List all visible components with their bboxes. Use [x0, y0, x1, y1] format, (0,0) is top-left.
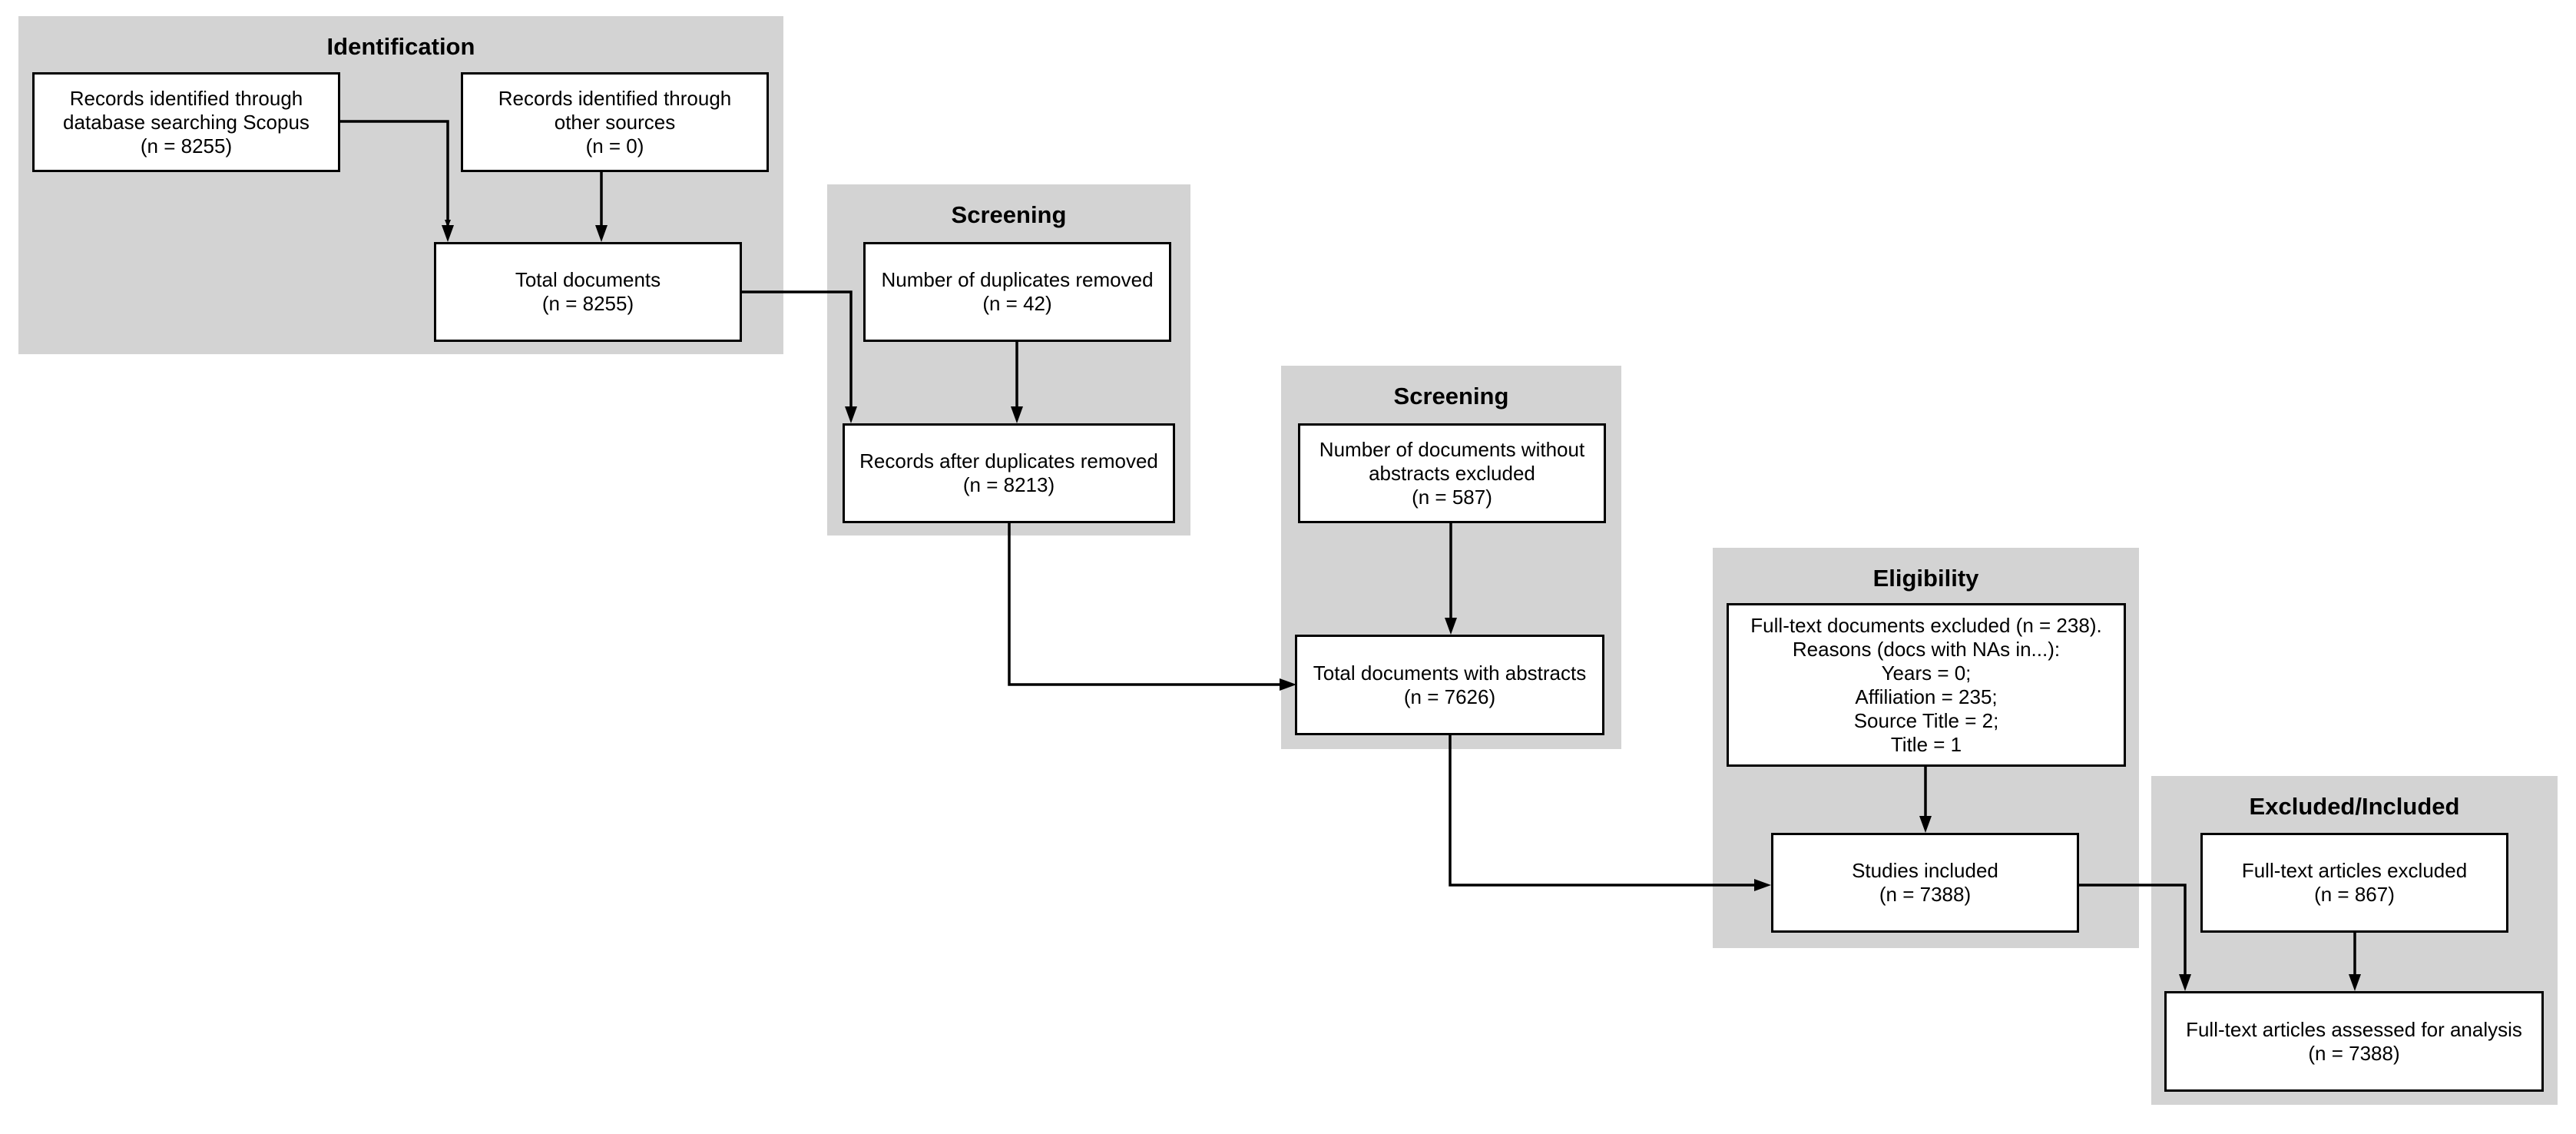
node-with-abstracts-line-2: (n = 7626) — [1403, 685, 1496, 708]
node-duplicates-removed: Number of duplicates removed (n = 42) — [863, 242, 1171, 342]
node-no-abstracts-line-3: (n = 587) — [1412, 485, 1492, 509]
cluster-title-excluded-included: Excluded/Included — [2249, 793, 2460, 820]
cluster-title-screening-2: Screening — [1393, 383, 1509, 410]
node-fulltext-excluded-reasons-line-6: Title = 1 — [1890, 732, 1962, 756]
node-studies-included-line-2: (n = 7388) — [1879, 883, 1972, 906]
node-total-documents-line-1: Total documents — [515, 268, 661, 291]
node-fulltext-excluded-reasons-line-5: Source Title = 2; — [1853, 708, 1999, 732]
node-db-search: Records identified through database sear… — [32, 72, 340, 172]
node-db-search-line-1: Records identified through — [69, 86, 303, 110]
cluster-title-identification: Identification — [326, 33, 475, 60]
node-assessed-for-analysis-line-2: (n = 7388) — [2308, 1041, 2400, 1065]
node-with-abstracts-line-1: Total documents with abstracts — [1313, 661, 1587, 685]
node-no-abstracts-line-1: Number of documents without — [1319, 437, 1585, 461]
node-fulltext-excluded-reasons-line-1: Full-text documents excluded (n = 238). — [1750, 613, 2102, 637]
node-db-search-line-3: (n = 8255) — [140, 134, 233, 158]
node-fulltext-excluded-reasons-line-4: Affiliation = 235; — [1855, 685, 1998, 708]
node-fulltext-excluded-reasons: Full-text documents excluded (n = 238). … — [1727, 603, 2126, 767]
node-fulltext-excluded-reasons-line-3: Years = 0; — [1881, 661, 1972, 685]
node-duplicates-removed-line-1: Number of duplicates removed — [881, 268, 1154, 291]
node-db-search-line-2: database searching Scopus — [63, 110, 310, 134]
node-other-sources-line-1: Records identified through — [498, 86, 732, 110]
node-total-documents: Total documents (n = 8255) — [434, 242, 742, 342]
node-other-sources: Records identified through other sources… — [461, 72, 769, 172]
node-other-sources-line-3: (n = 0) — [585, 134, 644, 158]
node-assessed-for-analysis: Full-text articles assessed for analysis… — [2164, 991, 2544, 1092]
node-fulltext-excluded-reasons-line-2: Reasons (docs with NAs in...): — [1792, 637, 2061, 661]
cluster-title-eligibility: Eligibility — [1872, 565, 1979, 592]
node-assessed-for-analysis-line-1: Full-text articles assessed for analysis — [2186, 1017, 2522, 1041]
node-other-sources-line-2: other sources — [554, 110, 676, 134]
edge-with-abstracts-to-studies — [1449, 735, 1757, 887]
node-with-abstracts: Total documents with abstracts (n = 7626… — [1295, 635, 1604, 735]
node-no-abstracts-line-2: abstracts excluded — [1369, 461, 1535, 485]
node-fulltext-articles-excluded-line-2: (n = 867) — [2314, 883, 2395, 906]
node-no-abstracts: Number of documents without abstracts ex… — [1298, 423, 1606, 523]
node-after-duplicates: Records after duplicates removed (n = 82… — [843, 423, 1175, 523]
node-studies-included: Studies included (n = 7388) — [1771, 833, 2079, 933]
node-total-documents-line-2: (n = 8255) — [541, 292, 634, 315]
node-studies-included-line-1: Studies included — [1852, 859, 1998, 882]
node-fulltext-articles-excluded-line-1: Full-text articles excluded — [2241, 859, 2468, 882]
node-fulltext-articles-excluded: Full-text articles excluded (n = 867) — [2200, 833, 2508, 933]
edge-after-dup-to-with-abstracts — [1008, 523, 1281, 686]
cluster-title-screening-1: Screening — [951, 201, 1067, 228]
node-after-duplicates-line-1: Records after duplicates removed — [859, 449, 1158, 472]
node-duplicates-removed-line-2: (n = 42) — [982, 292, 1052, 315]
node-after-duplicates-line-2: (n = 8213) — [962, 473, 1055, 496]
